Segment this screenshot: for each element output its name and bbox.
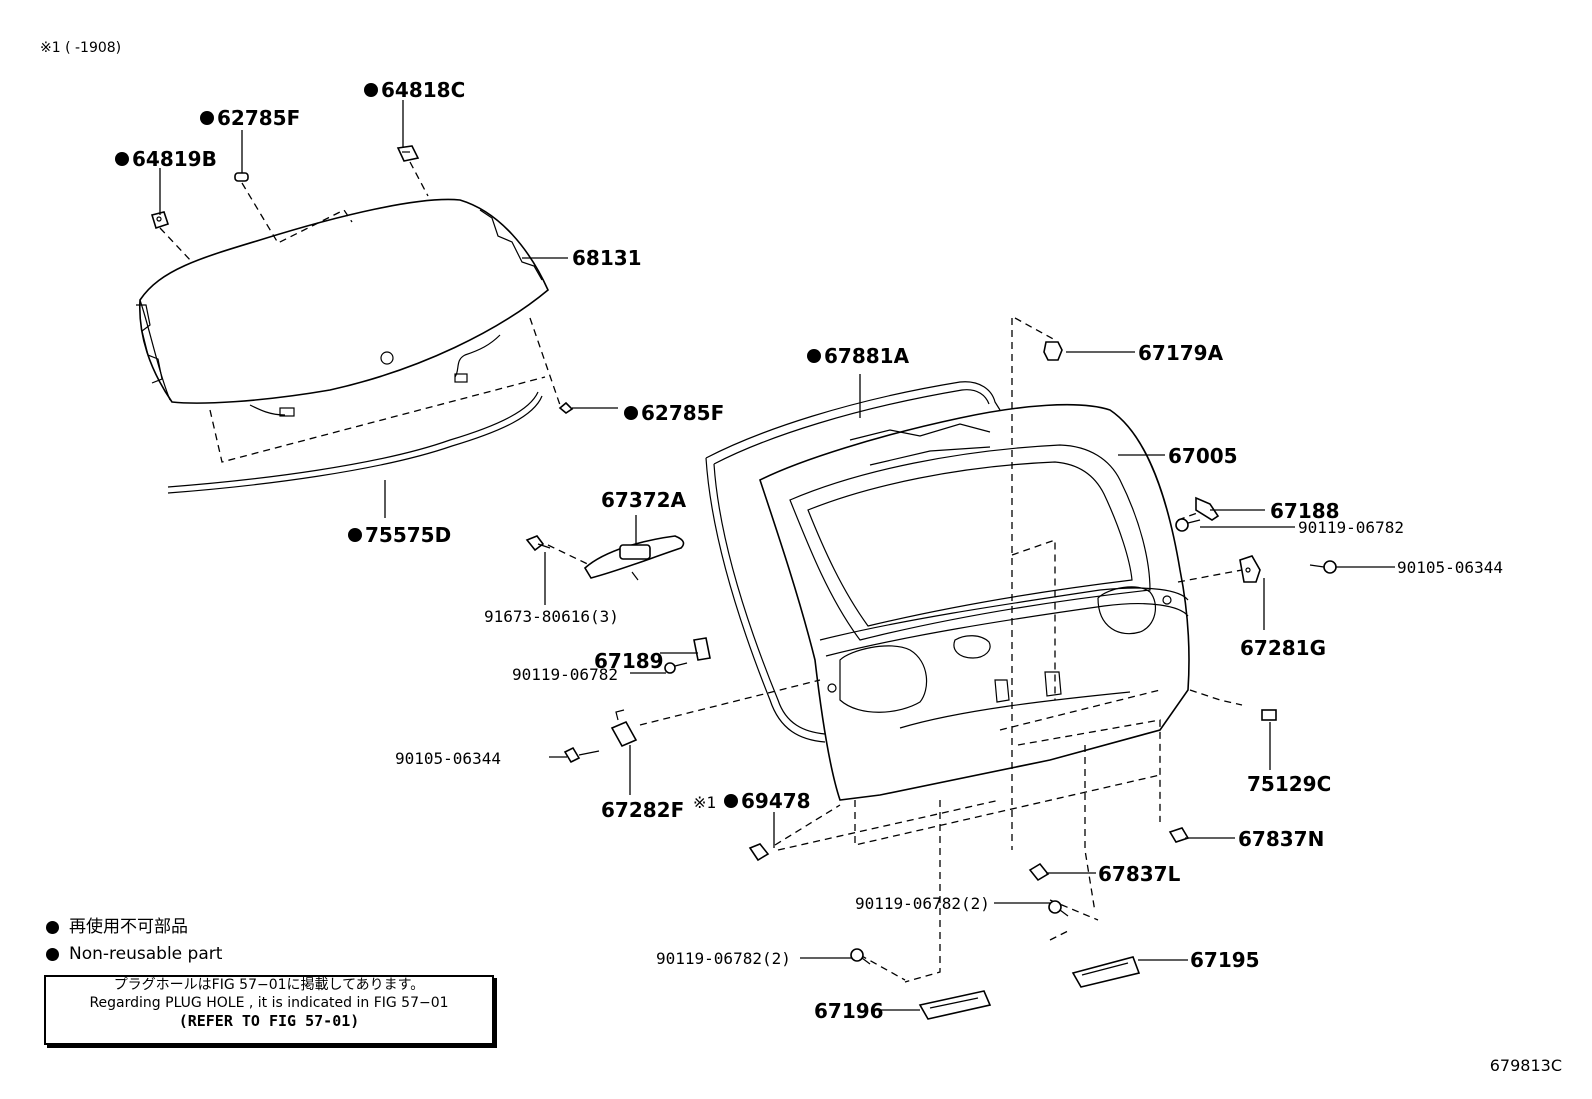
label-68131: 68131 (572, 246, 642, 270)
bumper-69478 (748, 843, 770, 862)
latch-67281G (1239, 555, 1261, 583)
label-67372A: 67372A (601, 488, 687, 512)
filled-dot-icon (46, 948, 59, 961)
legend-jp-text: 再使用不可部品 (69, 917, 188, 937)
svg-text:62785F: 62785F (217, 106, 300, 130)
svg-text:69478: 69478 (741, 789, 811, 813)
label-90119-06782-b: 90119-06782 (512, 665, 618, 684)
weatherstrip-67881A (705, 381, 1001, 743)
svg-text:※1: ※1 (693, 793, 716, 812)
label-90105-06344-l: 90105-06344 (395, 749, 501, 768)
label-62785F-mid: 62785F (624, 401, 724, 425)
label-90105-06344-r: 90105-06344 (1397, 558, 1503, 577)
label-91673-80616: 91673-80616(3) (484, 607, 619, 626)
filled-dot-icon (46, 921, 59, 934)
label-67282F: 67282F (601, 798, 684, 822)
bracket-67196 (918, 990, 992, 1020)
clip-67837L (1028, 862, 1050, 882)
svg-text:62785F: 62785F (641, 401, 724, 425)
label-90119-06782-d: 90119-06782(2) (656, 949, 791, 968)
svg-text:67881A: 67881A (824, 344, 910, 368)
note-jp: プラグホールはFIG 57−01に掲載してあります。 (113, 977, 425, 993)
svg-text:64819B: 64819B (132, 147, 217, 171)
label-75129C: 75129C (1247, 772, 1331, 796)
label-67188: 67188 (1270, 499, 1340, 523)
label-75575D: 75575D (348, 523, 451, 547)
bolt-90119-b (664, 662, 688, 674)
clip-64818C (396, 145, 420, 162)
striker-67282F (610, 709, 638, 748)
svg-text:75575D: 75575D (365, 523, 451, 547)
cap-75129C (1261, 709, 1277, 721)
clip-67179A (1043, 341, 1063, 361)
svg-text:64818C: 64818C (381, 78, 465, 102)
label-90119-06782-a: 90119-06782 (1298, 518, 1404, 537)
label-69478: ※1 69478 (693, 789, 811, 813)
clip-62785F-mid (558, 401, 574, 414)
legend-en-text: Non-reusable part (69, 944, 223, 964)
label-67837L: 67837L (1098, 862, 1181, 886)
legend-row-en: Non-reusable part (46, 941, 222, 968)
label-67837N: 67837N (1238, 827, 1324, 851)
label-64819B: 64819B (115, 147, 217, 171)
bolt-90119-d (850, 948, 871, 965)
figure-id: 679813C (1489, 1056, 1562, 1075)
legend-row-jp: 再使用不可部品 (46, 914, 222, 941)
note-en: Regarding PLUG HOLE , it is indicated in… (89, 994, 449, 1011)
bolt-90119-c (1048, 900, 1069, 917)
screw-91673 (525, 535, 551, 552)
bracket-67195 (1071, 956, 1141, 988)
label-67005: 67005 (1168, 444, 1238, 468)
label-64818C: 64818C (364, 78, 465, 102)
bracket-67188 (1195, 496, 1220, 521)
handle-67372A (583, 535, 685, 581)
clip-62785F-top (234, 172, 249, 182)
reference-note-box: プラグホールはFIG 57−01に掲載してあります。 Regarding PLU… (44, 975, 494, 1045)
legend: 再使用不可部品 Non-reusable part (46, 914, 222, 968)
rear-glass-68131 (136, 198, 549, 417)
bolt-90105-r (1309, 560, 1337, 574)
clip-67837N (1168, 827, 1190, 843)
label-67195: 67195 (1190, 948, 1260, 972)
label-67881A: 67881A (807, 344, 910, 368)
label-90119-06782-c: 90119-06782(2) (855, 894, 990, 913)
label-67196: 67196 (814, 999, 884, 1023)
label-67179A: 67179A (1138, 341, 1224, 365)
label-62785F-top: 62785F (200, 106, 300, 130)
garnish-75575D (167, 391, 543, 494)
note-ref: (REFER TO FIG 57-01) (178, 1012, 360, 1030)
bolt-90119-a (1175, 518, 1201, 532)
bolt-90105-l (563, 746, 600, 764)
label-67281G: 67281G (1240, 636, 1326, 660)
variant-note: ※1 ( -1908) (40, 40, 122, 56)
bracket-67189 (693, 637, 711, 661)
back-door-67005 (759, 403, 1190, 801)
label-67189: 67189 (594, 649, 664, 673)
